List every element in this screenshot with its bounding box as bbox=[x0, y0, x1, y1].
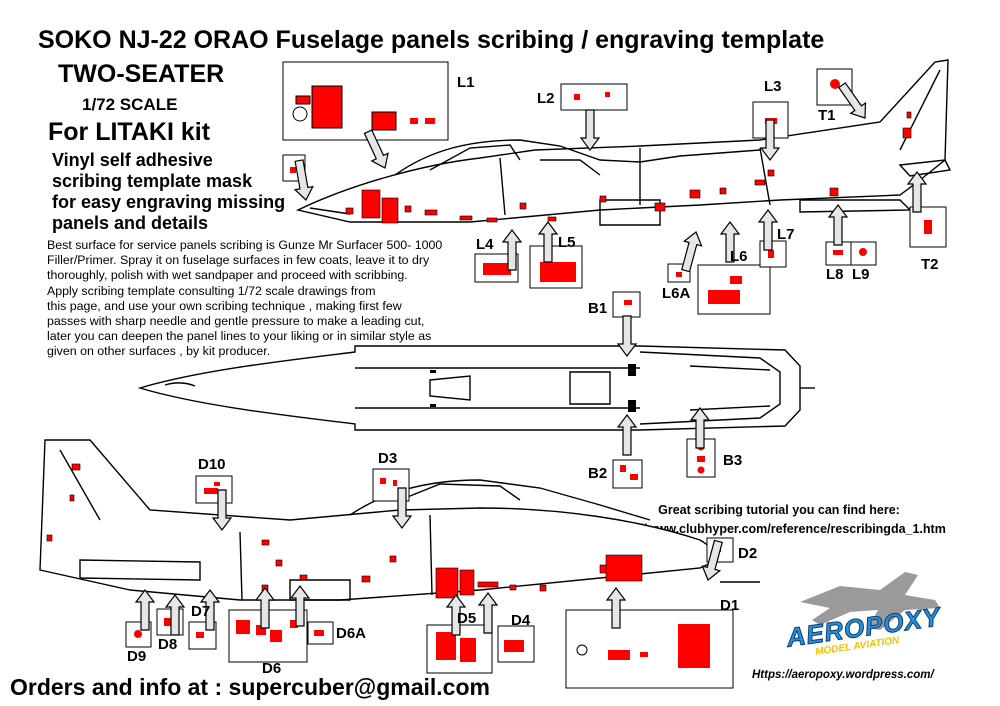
mask-box-L9 bbox=[850, 241, 877, 266]
tutorial-heading: Great scribing tutorial you can find her… bbox=[658, 503, 900, 517]
instruction-line: Apply scribing template consulting 1/72 … bbox=[47, 283, 376, 298]
side-view-right bbox=[295, 59, 952, 226]
label-D8: D8 bbox=[158, 636, 178, 653]
mask-box-B1 bbox=[612, 291, 641, 318]
description-line: panels and details bbox=[52, 213, 209, 233]
side-view-left-masks bbox=[46, 463, 643, 599]
aeropoxy-logo bbox=[800, 572, 940, 630]
instruction-line: this page, and use your own scribing tec… bbox=[47, 298, 402, 313]
mask-box-B2 bbox=[612, 459, 643, 489]
label-B1: B1 bbox=[588, 300, 608, 317]
label-D4: D4 bbox=[511, 612, 531, 629]
mask-box-D10 bbox=[195, 475, 233, 504]
description-line: for easy engraving missing bbox=[52, 192, 286, 212]
label-D2: D2 bbox=[738, 545, 758, 562]
label-L6A: L6A bbox=[662, 285, 691, 302]
instruction-line: later you can deepen the panel lines to … bbox=[47, 329, 432, 344]
label-D6A: D6A bbox=[336, 625, 367, 642]
label-L4: L4 bbox=[476, 236, 494, 253]
mask-box-D1 bbox=[565, 609, 734, 689]
instruction-line: thoroughly, polish with wet sandpaper an… bbox=[47, 268, 408, 283]
label-T2: T2 bbox=[921, 256, 939, 273]
side-view-right-masks bbox=[345, 111, 912, 224]
mask-box-T2 bbox=[909, 206, 947, 248]
label-L6: L6 bbox=[730, 248, 748, 265]
mask-box-D5 bbox=[426, 624, 493, 674]
mask-box-L5 bbox=[529, 245, 583, 289]
label-D9: D9 bbox=[127, 648, 147, 665]
mask-box-L2 bbox=[560, 83, 628, 111]
label-L7: L7 bbox=[777, 226, 795, 243]
description-line: scribing template mask bbox=[52, 171, 253, 191]
mask-box-L6 bbox=[697, 264, 771, 315]
airplane-silhouette-icon bbox=[800, 572, 940, 630]
product-description: Vinyl self adhesive scribing template ma… bbox=[52, 150, 312, 234]
instruction-line: Best surface for service panels scribing… bbox=[47, 238, 443, 252]
website-link[interactable]: Https://aeropoxy.wordpress.com/ bbox=[752, 669, 934, 681]
label-D10: D10 bbox=[198, 456, 226, 473]
instruction-line: given on other surfaces , by kit produce… bbox=[47, 344, 271, 359]
label-D5: D5 bbox=[457, 610, 477, 627]
label-T1: T1 bbox=[818, 107, 836, 124]
mask-box-D6A bbox=[307, 621, 334, 645]
label-B2: B2 bbox=[588, 465, 608, 482]
label-L8: L8 bbox=[826, 266, 844, 283]
page-title: SOKO NJ-22 ORAO Fuselage panels scribing… bbox=[38, 26, 825, 54]
label-L9: L9 bbox=[852, 266, 870, 283]
top-view-details bbox=[430, 364, 636, 412]
label-D3: D3 bbox=[378, 450, 398, 467]
instruction-line: passes with sharp needle and gentle pres… bbox=[47, 314, 425, 329]
tutorial-note: Great scribing tutorial you can find her… bbox=[590, 501, 968, 539]
label-D6: D6 bbox=[262, 660, 282, 677]
variant-subtitle: TWO-SEATER bbox=[58, 60, 225, 88]
mask-box-D4 bbox=[497, 625, 535, 663]
description-line: Vinyl self adhesive bbox=[52, 150, 213, 170]
tutorial-link[interactable]: http://www.clubhyper.com/reference/rescr… bbox=[612, 522, 946, 536]
scale-label: 1/72 SCALE bbox=[82, 95, 178, 114]
instructions-text: Best surface for service panels scribing… bbox=[47, 238, 487, 360]
instruction-line: Filler/Primer. Spray it on fuselage surf… bbox=[47, 253, 430, 268]
mask-box-L1 bbox=[282, 61, 449, 141]
label-L3: L3 bbox=[764, 78, 782, 95]
kit-label: For LITAKI kit bbox=[48, 118, 211, 146]
label-L1: L1 bbox=[457, 74, 475, 91]
orders-contact[interactable]: Orders and info at : supercuber@gmail.co… bbox=[10, 674, 490, 700]
label-B3: B3 bbox=[723, 452, 743, 469]
label-L5: L5 bbox=[558, 234, 576, 251]
side-view-left bbox=[39, 439, 760, 601]
top-view bbox=[137, 345, 815, 431]
label-L2: L2 bbox=[537, 90, 555, 107]
label-D1: D1 bbox=[720, 597, 740, 614]
label-D7: D7 bbox=[191, 603, 211, 620]
